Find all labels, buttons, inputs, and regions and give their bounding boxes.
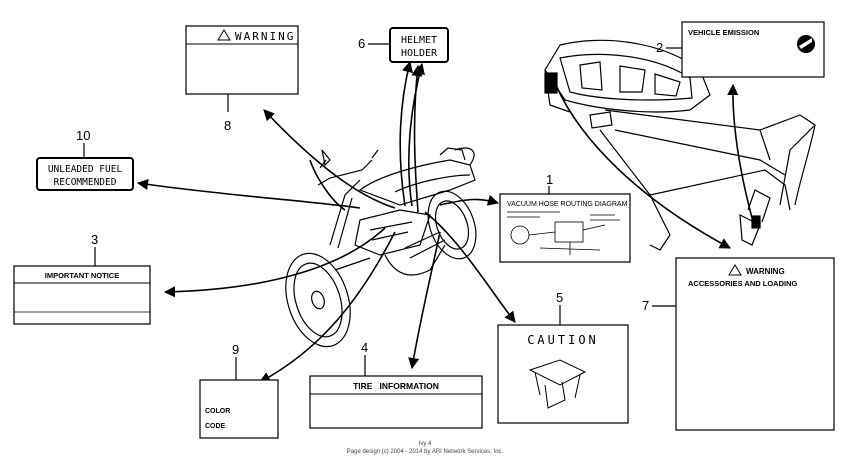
callout-2: 2 VEHICLE EMISSION — [656, 21, 825, 78]
callout-number: 7 — [642, 298, 649, 313]
hose-diagram-icon — [507, 211, 620, 255]
vehicle-emission-label: VEHICLE EMISSION — [688, 28, 759, 37]
helmet-holder-line1: HELMET — [401, 35, 437, 46]
callout-8: WARNING 8 — [185, 25, 299, 133]
callout-number: 2 — [656, 40, 663, 55]
motorcycle-illustration — [285, 147, 477, 348]
callout-number: 5 — [556, 290, 563, 305]
callout-4: 4 TIRE INFORMATION — [309, 340, 483, 429]
frame-illustration — [544, 39, 816, 251]
leader-arrows — [136, 60, 753, 383]
callout-number: 10 — [76, 128, 90, 143]
accessories-loading-label: ACCESSORIES AND LOADING — [688, 279, 797, 288]
vacuum-hose-label: VACUUM HOSE ROUTING DIAGRAM — [507, 201, 628, 208]
tire-information-label: TIRE INFORMATION — [353, 381, 439, 391]
callout-10: 10 UNLEADED FUEL RECOMMENDED — [36, 128, 134, 191]
callout-1: 1 VACUUM HOSE ROUTING DIAGRAM — [499, 172, 631, 263]
helmet-holder-line2: HOLDER — [401, 48, 438, 59]
callout-9: 9 COLOR CODE — [199, 342, 279, 439]
callout-7: 7 WARNING ACCESSORIES AND LOADING — [642, 257, 835, 431]
callout-number: 8 — [224, 118, 231, 133]
warning-label: WARNING — [235, 30, 295, 43]
footer-line1: Ivy 4 — [418, 441, 432, 447]
code-label: CODE — [205, 423, 226, 430]
callout-number: 3 — [91, 232, 98, 247]
callout-number: 6 — [358, 36, 365, 51]
callout-number: 1 — [546, 172, 553, 187]
callout-number: 9 — [232, 342, 239, 357]
warning-label: WARNING — [746, 267, 785, 276]
warning-triangle-icon — [217, 29, 231, 41]
caution-label: CAUTION — [527, 333, 599, 347]
warning-triangle-icon — [728, 264, 742, 276]
callout-3: 3 IMPORTANT NOTICE — [13, 232, 151, 325]
footer-line2: Page design (c) 2004 - 2014 by ARI Netwo… — [346, 449, 504, 455]
important-notice-label: IMPORTANT NOTICE — [45, 271, 119, 280]
copyright-footer: Ivy 4 Page design (c) 2004 - 2014 by ARI… — [0, 440, 850, 456]
callout-6: 6 HELMET HOLDER — [358, 27, 449, 63]
callout-5: 5 CAUTION — [497, 290, 629, 424]
honda-wing-logo — [797, 35, 815, 53]
rack-illustration-icon — [528, 359, 587, 409]
unleaded-fuel-line1: UNLEADED FUEL — [48, 164, 123, 175]
unleaded-fuel-line2: RECOMMENDED — [54, 177, 117, 188]
color-label: COLOR — [205, 408, 230, 415]
callout-number: 4 — [361, 340, 368, 355]
